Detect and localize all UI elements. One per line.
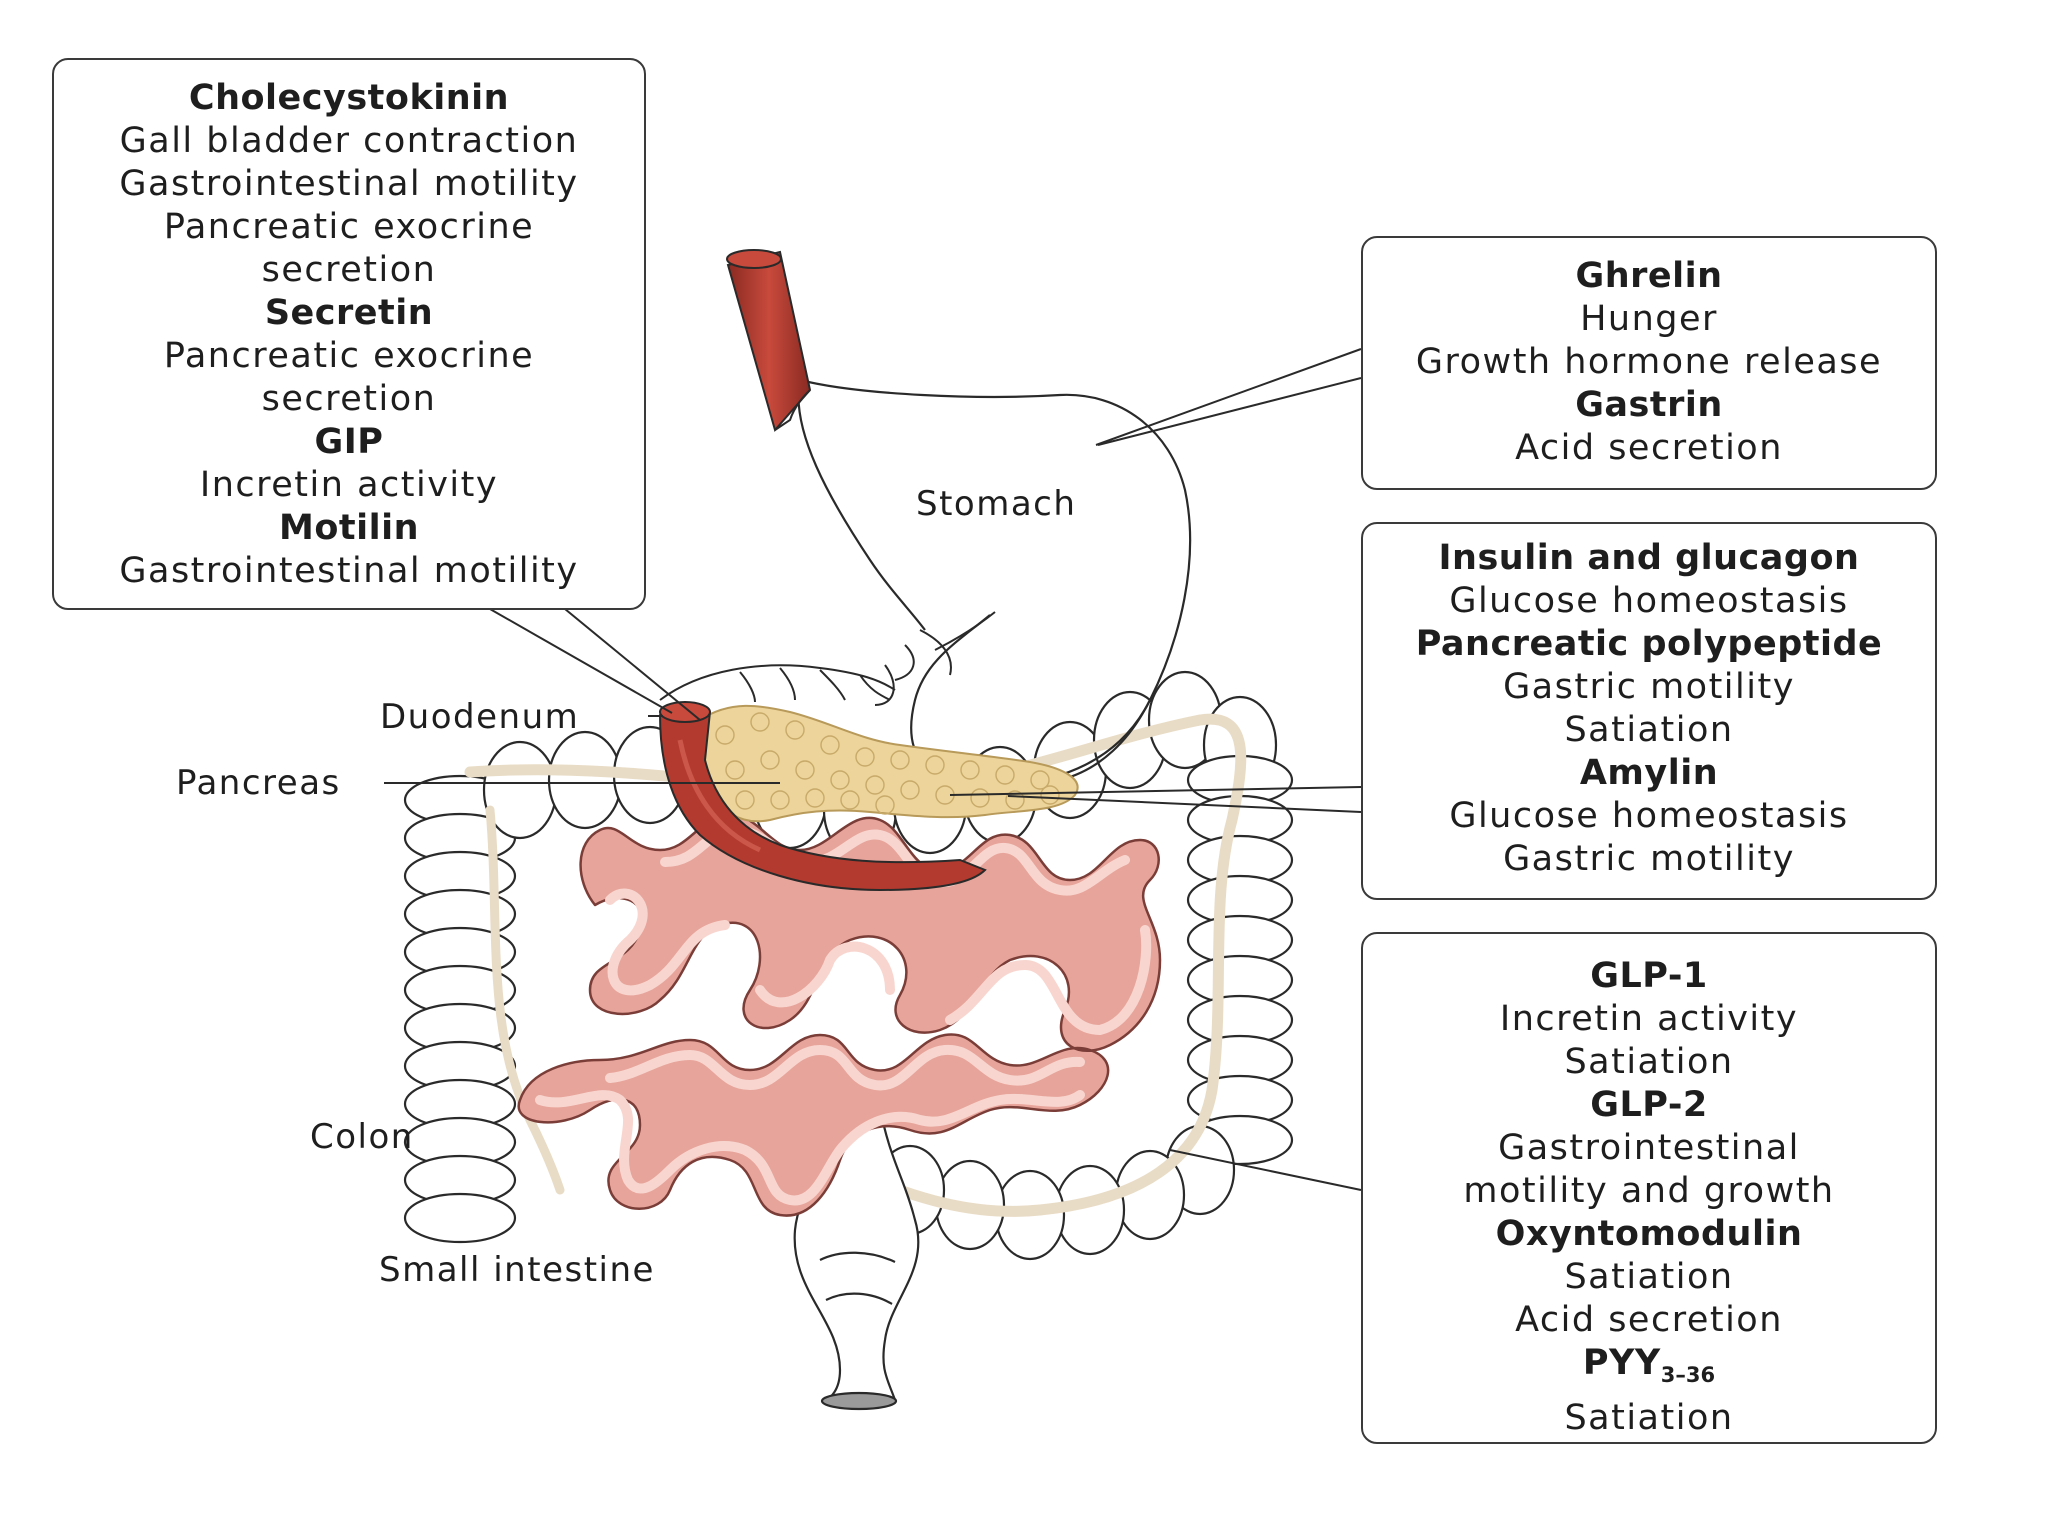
pancreas-lobule (1005, 790, 1025, 810)
hormone-cholecystokinin: Cholecystokinin (188, 78, 510, 118)
pancreas-lobule (1040, 785, 1060, 805)
box-pancreas-hormones: Insulin and glucagon Glucose homeostasis… (1361, 522, 1937, 900)
pancreas-lobule (855, 747, 875, 767)
effect-acid-secretion: Acid secretion (1515, 428, 1783, 468)
hormone-glp-1: GLP-1 (1590, 956, 1708, 996)
effect-gastrointestinal: Gastrointestinal (1498, 1128, 1800, 1168)
effect-glucose-homeostasis: Glucose homeostasis (1449, 796, 1849, 836)
mesentery-band-left (485, 805, 565, 1195)
pancreas-lobule (840, 790, 860, 810)
effect-glucose-homeostasis: Glucose homeostasis (1449, 581, 1849, 621)
box-lower-gut-hormones: GLP-1 Incretin activity Satiation GLP-2 … (1361, 932, 1937, 1444)
pancreas-lobule (805, 788, 825, 808)
pyy-name: PYY (1582, 1343, 1661, 1383)
pancreas-lobule (865, 775, 885, 795)
label-small-intestine: Small intestine (379, 1250, 655, 1290)
effect-gi-motility: Gastrointestinal motility (119, 164, 579, 204)
pancreas-lobule (715, 725, 735, 745)
leader-lines (384, 348, 1362, 1191)
effect-gi-motility: Gastrointestinal motility (119, 551, 579, 591)
pancreas-lobule (770, 790, 790, 810)
pancreas-lobule (875, 795, 895, 815)
pancreas-lobule (830, 770, 850, 790)
effect-pancreatic-exocrine: Pancreatic exocrine (163, 336, 535, 376)
leader-gastrin (1097, 377, 1362, 446)
label-colon: Colon (310, 1117, 414, 1157)
effect-gastric-motility: Gastric motility (1503, 667, 1795, 707)
effect-growth-hormone-release: Growth hormone release (1415, 342, 1883, 382)
pancreas-lobule (925, 755, 945, 775)
effect-satiation: Satiation (1564, 1398, 1734, 1438)
pyy-subscript: 3–36 (1660, 1363, 1716, 1387)
pancreas-lobule (960, 760, 980, 780)
hormone-amylin: Amylin (1579, 753, 1719, 793)
effect-satiation: Satiation (1564, 1257, 1734, 1297)
effect-incretin-activity: Incretin activity (1499, 999, 1799, 1039)
box-stomach-hormones: Ghrelin Hunger Growth hormone release Ga… (1361, 236, 1937, 490)
pancreas-lobule (785, 720, 805, 740)
lesser-omentum (659, 611, 996, 706)
hormone-oxyntomodulin: Oxyntomodulin (1495, 1214, 1803, 1254)
effect-satiation: Satiation (1564, 1042, 1734, 1082)
pancreas (697, 704, 1079, 823)
hormone-motilin: Motilin (278, 508, 419, 548)
leader-cck-2 (564, 608, 701, 721)
effect-secretion: secretion (261, 379, 437, 419)
effect-motility-and-growth: motility and growth (1463, 1171, 1835, 1211)
hormone-secretin: Secretin (264, 293, 434, 333)
pancreas-lobule (750, 712, 770, 732)
effect-incretin-activity: Incretin activity (199, 465, 499, 505)
haustra-loop (403, 1192, 517, 1244)
small-intestine (517, 813, 1162, 1217)
label-duodenum: Duodenum (380, 697, 580, 737)
pancreas-lobule (760, 750, 780, 770)
pancreas-lobule (1030, 770, 1050, 790)
pancreas-lobule (725, 760, 745, 780)
label-pancreas: Pancreas (176, 763, 341, 803)
esophagus (726, 249, 812, 433)
pancreas-lobule (995, 765, 1015, 785)
hormone-ghrelin: Ghrelin (1575, 256, 1723, 296)
effect-pancreatic-exocrine: Pancreatic exocrine (163, 207, 535, 247)
hormone-gip: GIP (314, 422, 384, 462)
leader-insulin-2 (1007, 795, 1362, 813)
effect-acid-secretion: Acid secretion (1515, 1300, 1783, 1340)
effect-secretion: secretion (261, 250, 437, 290)
pancreas-lobule (795, 760, 815, 780)
hormone-gastrin: Gastrin (1575, 385, 1723, 425)
hormone-pancreatic-polypeptide: Pancreatic polypeptide (1415, 624, 1883, 664)
pancreas-lobule (890, 750, 910, 770)
box-upper-gut-hormones: Cholecystokinin Gall bladder contraction… (52, 58, 646, 610)
hormone-insulin-glucagon: Insulin and glucagon (1438, 538, 1860, 578)
hormone-pyy: PYY3–36 (1363, 1342, 1935, 1397)
hormone-glp-2: GLP-2 (1590, 1085, 1708, 1125)
pancreas-lobule (970, 788, 990, 808)
pancreas-lobule (735, 790, 755, 810)
haustra-loop (547, 730, 623, 830)
stomach-outline (797, 378, 1192, 787)
leader-insulin (949, 786, 1362, 796)
effect-gallbladder-contraction: Gall bladder contraction (119, 121, 579, 161)
leader-cck (489, 608, 673, 714)
leader-ghrelin (1095, 348, 1362, 446)
pancreas-lobule (820, 735, 840, 755)
pancreas-lobule (900, 780, 920, 800)
effect-hunger: Hunger (1580, 299, 1718, 339)
label-stomach: Stomach (916, 484, 1077, 524)
effect-satiation: Satiation (1564, 710, 1734, 750)
leader-glp (1169, 1149, 1362, 1191)
effect-gastric-motility: Gastric motility (1503, 839, 1795, 879)
